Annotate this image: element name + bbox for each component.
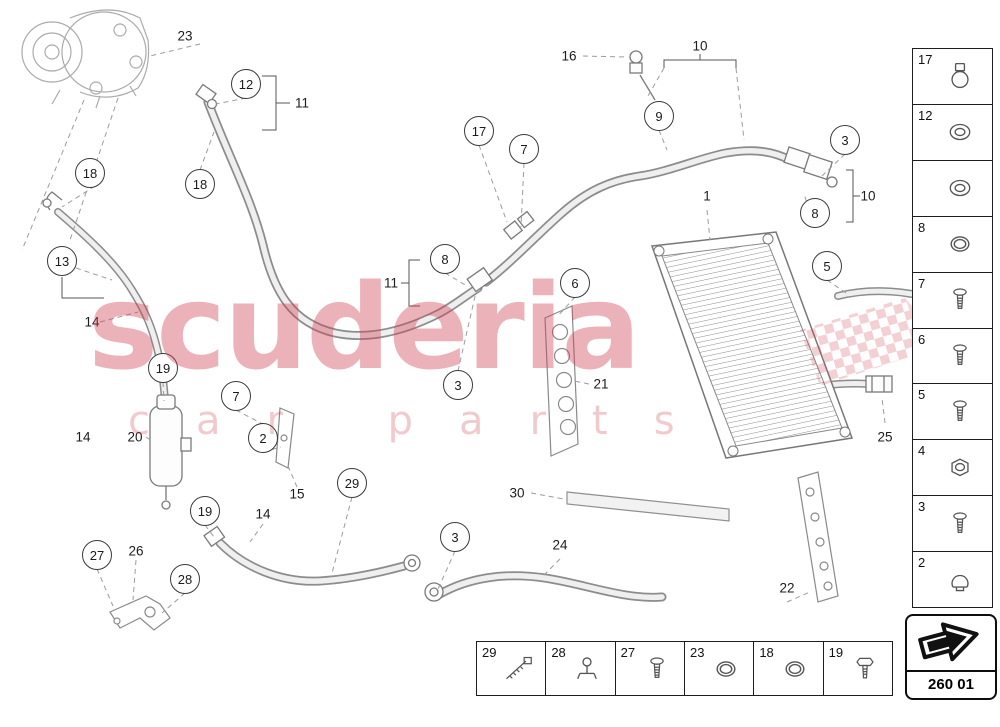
part-number: 23 <box>689 645 705 660</box>
part-cell-7[interactable]: 7 <box>913 272 992 329</box>
part-number: 12 <box>918 107 933 123</box>
oring-icon <box>780 654 810 684</box>
part-number: 2 <box>918 555 926 571</box>
bracket-26-art <box>109 595 171 631</box>
part-cell-8[interactable]: 8 <box>913 216 992 273</box>
condenser-art <box>650 231 854 459</box>
ring-icon <box>945 173 975 203</box>
part-number: 4 <box>918 443 926 459</box>
part-cell-2[interactable]: 2 <box>913 552 992 608</box>
receiver-drier-art <box>149 394 192 510</box>
part-cell-6[interactable]: 6 <box>913 328 992 385</box>
part-cell-17[interactable]: 17 <box>913 49 992 105</box>
part-number: 17 <box>918 52 933 67</box>
diagram-code: 260 01 <box>907 670 995 698</box>
part-cell-12[interactable]: 12 <box>913 104 992 161</box>
part-cell-3[interactable]: 3 <box>913 496 992 553</box>
bracket-21-art <box>544 305 579 457</box>
part-cell-19[interactable]: 19 <box>823 642 892 695</box>
cable-tie-icon <box>501 654 535 684</box>
part-cell-29[interactable]: 29 <box>477 642 547 695</box>
nut-icon <box>945 453 975 483</box>
screw-icon <box>642 654 672 684</box>
part-number: 29 <box>482 645 497 660</box>
compressor-art <box>21 9 150 109</box>
screw-icon <box>945 285 975 315</box>
part-number: 5 <box>918 387 926 403</box>
bracket-22-art <box>797 471 839 603</box>
screw-icon <box>945 341 975 371</box>
diagram-code-box: 260 01 <box>905 614 997 700</box>
parts-sidebar: 17 12 8 7 6 5 4 3 2 <box>912 48 993 608</box>
part-number: 19 <box>828 645 844 660</box>
part-cell-5[interactable]: 5 <box>913 384 992 441</box>
bolt-icon <box>850 654 880 684</box>
part-cell-28[interactable]: 28 <box>546 642 616 695</box>
valve-icon <box>572 654 602 684</box>
part-cell-23[interactable]: 23 <box>684 642 755 695</box>
oring-icon <box>711 654 741 684</box>
part-number: 18 <box>759 645 774 660</box>
screw-icon <box>945 509 975 539</box>
seal-strip-art <box>566 491 730 522</box>
screw-icon <box>945 397 975 427</box>
part-number: 7 <box>918 275 926 291</box>
part-cell-4[interactable]: 4 <box>913 440 992 497</box>
logo-arrow-icon <box>907 616 995 670</box>
part-cell-blank[interactable] <box>913 160 992 217</box>
clamp-icon <box>945 61 975 91</box>
fittings-art <box>42 50 893 602</box>
oring-icon <box>945 229 975 259</box>
bracket-lines <box>61 54 860 307</box>
part-number: 8 <box>918 219 926 235</box>
part-number: 27 <box>620 645 636 660</box>
ring-icon <box>945 117 975 147</box>
part-cell-18[interactable]: 18 <box>754 642 824 695</box>
part-cell-27[interactable]: 27 <box>615 642 685 695</box>
part-number: 3 <box>918 499 926 515</box>
part-number: 6 <box>918 331 926 347</box>
clip-icon <box>945 565 975 595</box>
part-number: 28 <box>551 645 566 660</box>
parts-bottom-strip: 29 28 27 23 18 19 <box>476 641 893 696</box>
bracket-15-art <box>275 407 295 469</box>
